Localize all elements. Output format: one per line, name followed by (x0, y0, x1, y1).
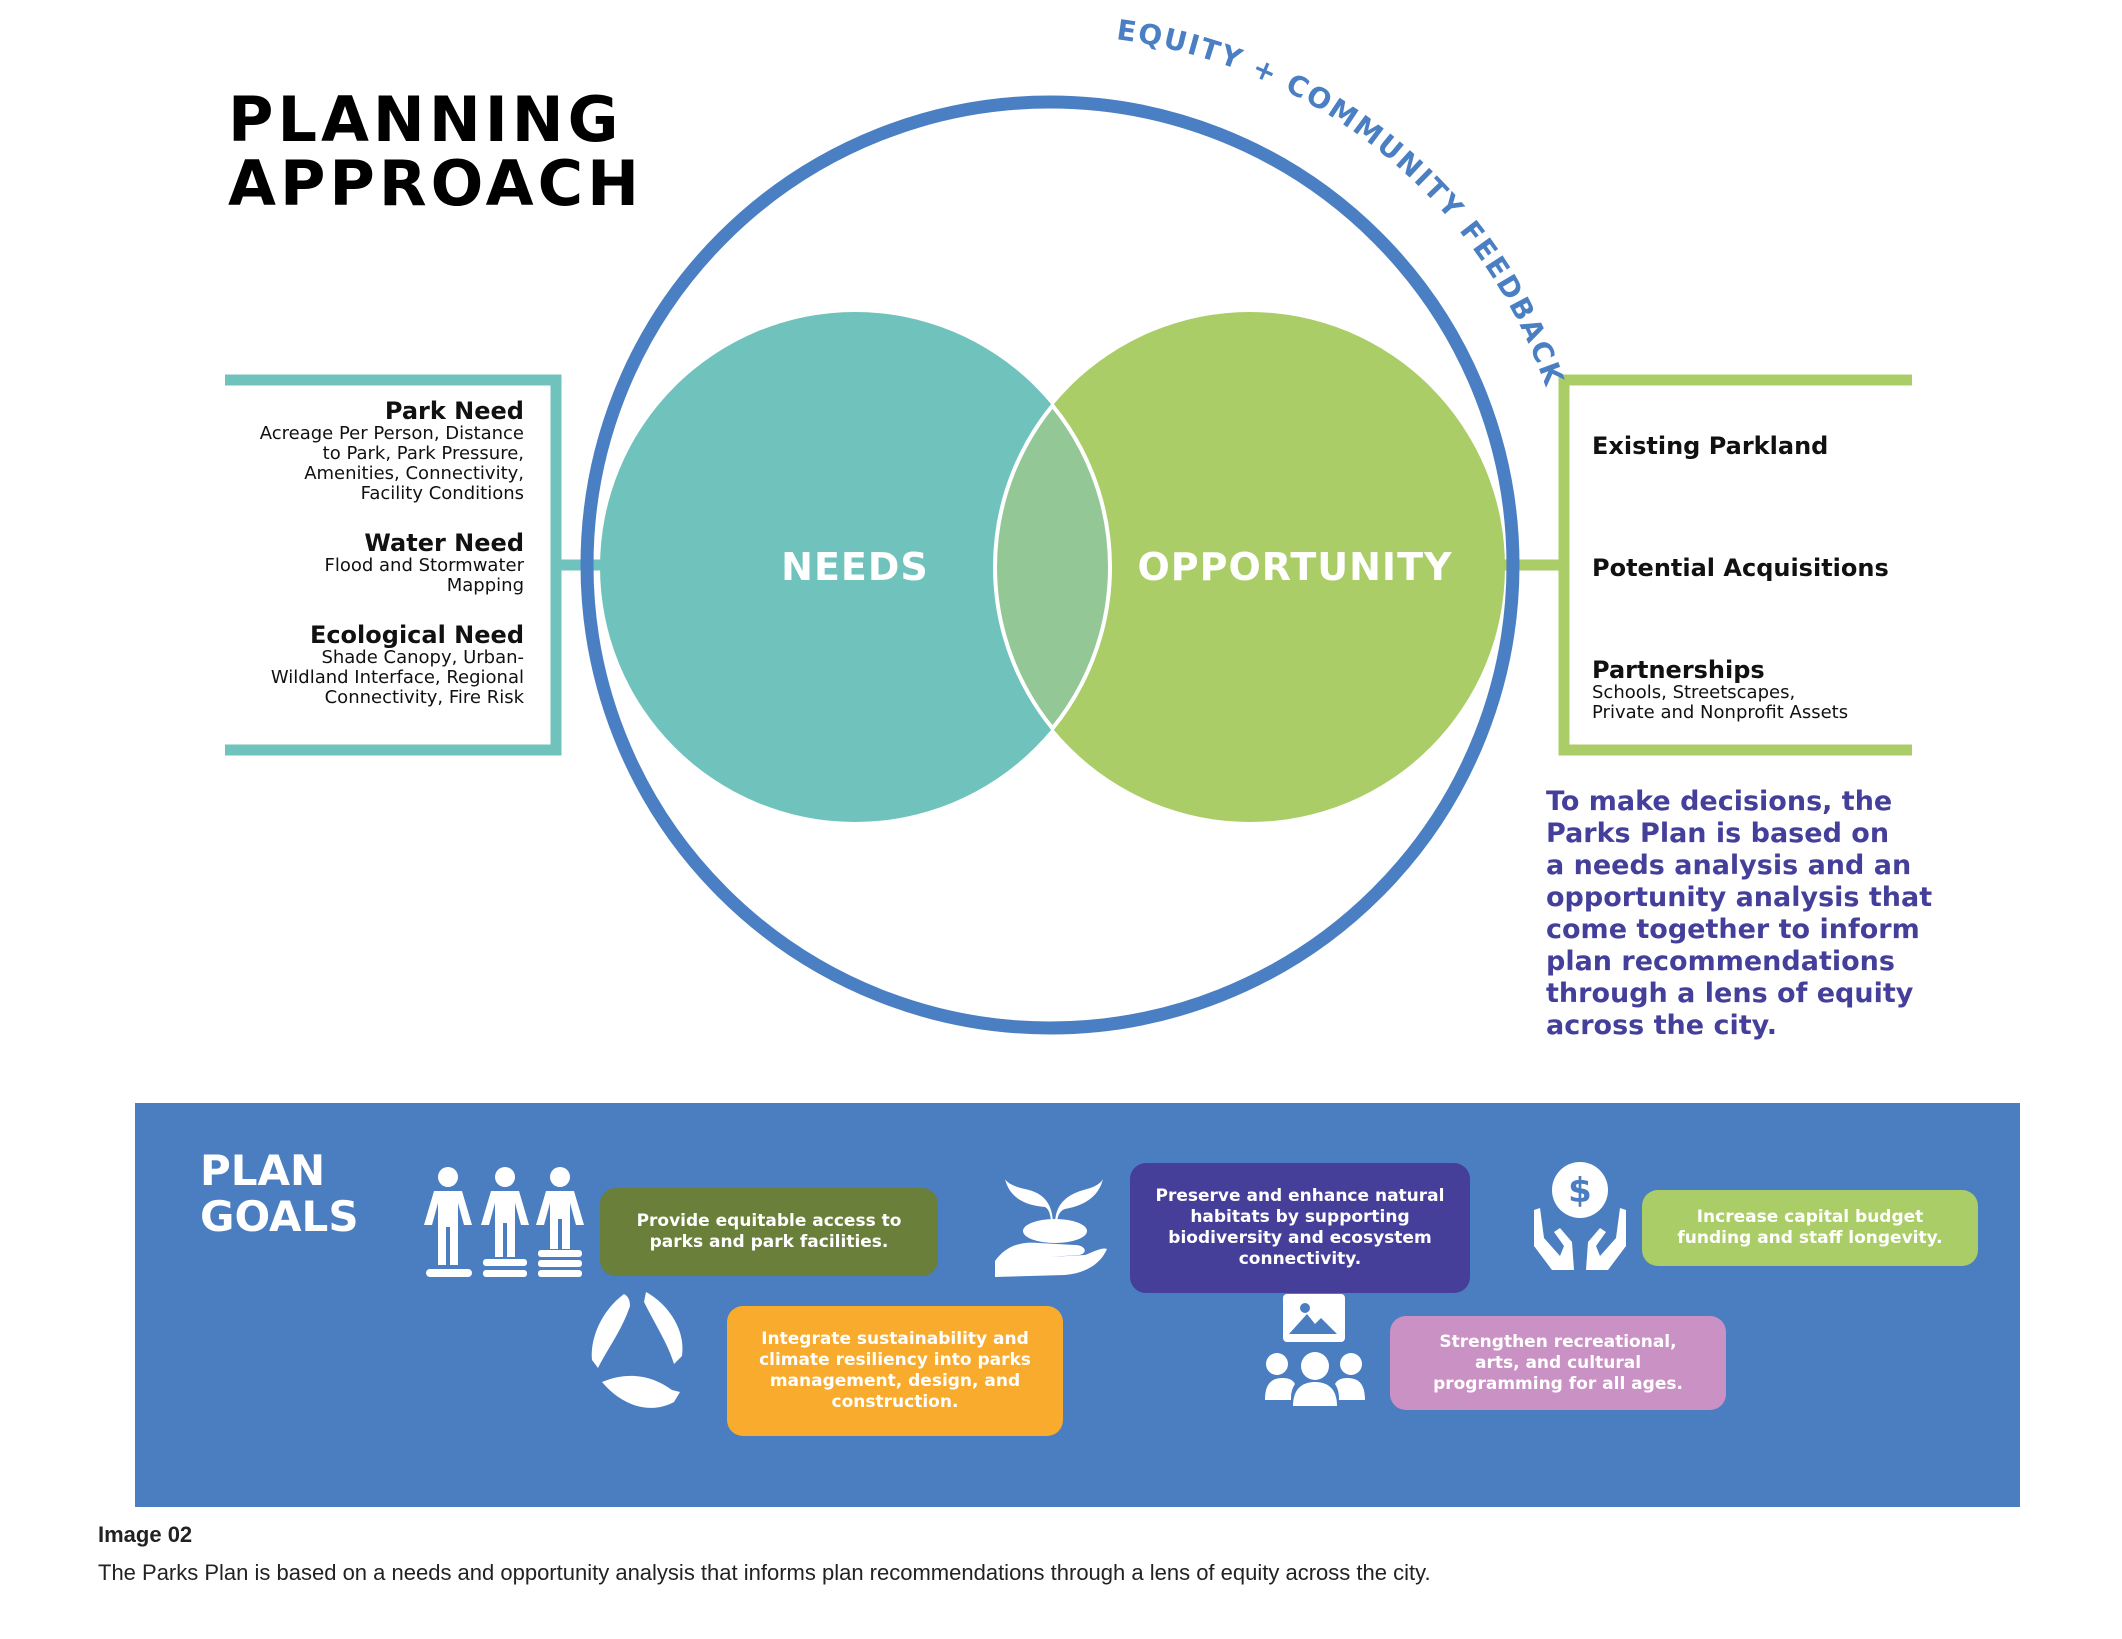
venn-diagram: NEEDS OPPORTUNITY EQUITY + COMMUNITY FEE… (225, 13, 1912, 1035)
people-equity-icon (424, 1167, 584, 1277)
summary-line: across the city. (1546, 1010, 1778, 1041)
summary-line: To make decisions, the (1546, 786, 1893, 817)
goal-text-line: Increase capital budget (1696, 1207, 1924, 1227)
goal-text-line: habitats by supporting (1190, 1207, 1410, 1227)
summary-line: plan recommendations (1546, 946, 1895, 977)
goal-text-line: management, design, and (769, 1371, 1021, 1391)
need-detail: Connectivity, Fire Risk (324, 687, 524, 708)
title-line-2: APPROACH (228, 147, 644, 220)
goal-text-line: arts, and cultural (1474, 1352, 1642, 1373)
money-in-hands-icon: $ (1534, 1162, 1626, 1270)
goal-text-line: Provide equitable access to (636, 1211, 902, 1231)
opportunity-item-existing: Existing Parkland (1592, 432, 1829, 460)
need-item-park: Park Need Acreage Per Person, Distance t… (260, 398, 524, 504)
plan-goals-title-line-1: PLAN (200, 1146, 326, 1195)
goal-text-line: biodiversity and ecosystem (1168, 1228, 1432, 1248)
equity-ring (580, 95, 1520, 1035)
title-line-1: PLANNING (228, 83, 623, 156)
need-detail: Mapping (446, 575, 524, 596)
needs-list: Park Need Acreage Per Person, Distance t… (260, 398, 524, 708)
caption-title: Image 02 (98, 1522, 193, 1547)
opportunity-label: OPPORTUNITY (1137, 545, 1452, 589)
plan-goals-band (135, 1103, 2020, 1507)
goal-text-line: construction. (831, 1392, 959, 1412)
summary-line: come together to inform (1546, 914, 1920, 945)
needs-label: NEEDS (781, 545, 929, 589)
summary-line: Parks Plan is based on (1546, 818, 1890, 849)
goal-text-line: connectivity. (1238, 1249, 1362, 1269)
need-heading: Park Need (384, 397, 524, 425)
overlap-outline-right (993, 312, 1110, 822)
need-detail: Shade Canopy, Urban- (321, 647, 524, 668)
opportunity-item-partnerships: Partnerships Schools, Streetscapes, Priv… (1592, 657, 1848, 723)
opportunity-circle (995, 312, 1505, 822)
overlap-outline-left (993, 310, 1112, 824)
need-detail: Acreage Per Person, Distance (259, 423, 524, 444)
summary-text: To make decisions, the Parks Plan is bas… (1546, 786, 1966, 1042)
opportunity-item-acquisitions: Potential Acquisitions (1592, 554, 1889, 582)
summary-line: opportunity analysis that (1546, 882, 1933, 913)
need-detail: Flood and Stormwater (324, 555, 524, 576)
summary-line: through a lens of equity (1546, 978, 1914, 1009)
dollar-sign-icon: $ (1568, 1171, 1592, 1211)
goal-text-line: climate resiliency into parks (759, 1350, 1031, 1370)
goal-programming: Strengthen recreational,arts, and cultur… (1390, 1316, 1726, 1410)
goal-text-line: Preserve and enhance natural (1155, 1186, 1445, 1206)
goal-text-line: Strengthen recreational, (1439, 1331, 1677, 1352)
community-arts-icon (1265, 1294, 1365, 1406)
need-item-water: Water Need Flood and Stormwater Mapping (260, 530, 524, 596)
summary-line: a needs analysis and an (1546, 850, 1912, 881)
goal-text-line: parks and park facilities. (649, 1232, 889, 1252)
plan-goals-title: PLAN GOALS (200, 1148, 359, 1240)
opportunity-detail: Schools, Streetscapes, (1592, 682, 1796, 703)
caption-text: The Parks Plan is based on a needs and o… (98, 1560, 1431, 1585)
need-heading: Water Need (364, 529, 524, 557)
need-item-ecological: Ecological Need Shade Canopy, Urban- Wil… (260, 622, 524, 708)
need-detail: Facility Conditions (360, 483, 524, 504)
goal-text-line: funding and staff longevity. (1677, 1228, 1943, 1248)
plan-goals-title-line-2: GOALS (200, 1192, 359, 1241)
goal-text-line: Integrate sustainability and (761, 1329, 1029, 1349)
need-detail: Wildland Interface, Regional (270, 667, 524, 688)
needs-circle (600, 312, 1110, 822)
need-detail: to Park, Park Pressure, (322, 443, 524, 464)
page-title: PLANNING APPROACH (228, 88, 643, 216)
goal-text-line: programming for all ages. (1433, 1373, 1683, 1394)
opportunity-heading: Partnerships (1592, 656, 1765, 684)
need-detail: Amenities, Connectivity, (304, 463, 524, 484)
opportunity-detail: Private and Nonprofit Assets (1592, 702, 1849, 723)
need-heading: Ecological Need (309, 621, 524, 649)
leaf-cycle-icon (591, 1292, 683, 1408)
sprout-in-hand-icon (995, 1179, 1107, 1277)
